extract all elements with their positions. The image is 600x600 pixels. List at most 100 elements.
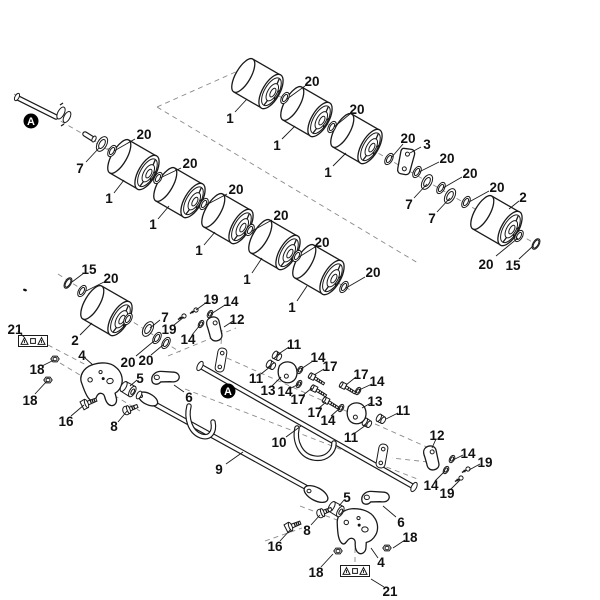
part-13-plate (345, 401, 368, 426)
callout-14: 14 (460, 446, 476, 461)
part-13-plate (276, 360, 299, 385)
leader-line (431, 438, 437, 449)
part-11-bushing (374, 412, 388, 426)
leader-line (361, 402, 372, 409)
callout-1: 1 (243, 272, 251, 287)
flange-tooth (60, 123, 65, 127)
bar-10-mount-lug (374, 442, 390, 470)
shaft-flange (56, 106, 66, 120)
leader-line (159, 167, 182, 179)
part-7-washer (418, 172, 436, 192)
part-15-ring (61, 275, 75, 291)
part-20-ring (159, 335, 173, 351)
leader-line (333, 113, 351, 128)
plane-edge (156, 106, 419, 264)
leader-line (518, 245, 534, 260)
part-7-washer (139, 319, 157, 339)
leader-line (223, 320, 234, 328)
leader-line (370, 578, 385, 588)
callout-1: 1 (195, 243, 203, 258)
callout-18: 18 (308, 565, 324, 580)
leader-line (195, 301, 208, 311)
leader-line (434, 470, 446, 482)
leader-line (358, 383, 373, 391)
part-20-ring (410, 164, 424, 180)
plane-edge (156, 69, 241, 108)
shaft-stub-body (83, 132, 95, 141)
plane-edge (167, 327, 237, 357)
callout-18: 18 (22, 393, 38, 408)
callout-12: 12 (429, 428, 444, 443)
callout-20: 20 (400, 131, 415, 146)
leader-line (298, 246, 316, 258)
leader-line (310, 514, 321, 526)
callout-21: 21 (382, 584, 398, 599)
leader-line (251, 219, 273, 232)
callout-7: 7 (428, 211, 436, 226)
callout-15: 15 (505, 258, 521, 273)
part-12-clamp (205, 315, 224, 343)
leader-line (285, 425, 302, 438)
roller-bar-9-body (140, 395, 322, 497)
leader-line (281, 125, 296, 140)
part-20-ring (434, 180, 448, 196)
marker-a-badge (23, 113, 39, 129)
callout-14: 14 (223, 294, 239, 309)
leader-line (450, 479, 461, 490)
part-19-screw (453, 474, 465, 484)
callout-11: 11 (344, 430, 359, 445)
callout-8: 8 (110, 419, 118, 434)
leader-line (442, 176, 463, 189)
leader-line (392, 539, 406, 549)
leader-line (317, 401, 327, 410)
part-18-nut (43, 376, 53, 384)
leader-line (129, 379, 138, 387)
bar-10-end-cap (196, 360, 204, 372)
leader-line (173, 316, 185, 326)
callout-7: 7 (161, 310, 169, 325)
callout-10: 10 (271, 435, 286, 450)
leader-line (157, 205, 170, 220)
leader-line (85, 281, 105, 292)
plane-edge (47, 344, 91, 368)
leader-line (113, 179, 125, 194)
callout-12: 12 (229, 312, 244, 327)
callout-18: 18 (402, 530, 418, 545)
callout-20: 20 (314, 235, 329, 250)
callout-14: 14 (423, 478, 439, 493)
marker-a-badge (220, 383, 236, 399)
callout-5: 5 (343, 490, 351, 505)
callout-20: 20 (304, 74, 319, 89)
callout-5: 5 (136, 371, 144, 386)
callout-20: 20 (273, 208, 288, 223)
callout-17: 17 (290, 392, 305, 407)
plane-edge (264, 527, 303, 542)
callout-20: 20 (138, 353, 153, 368)
shaft-stub-cap (91, 135, 97, 143)
part-19-screw (176, 312, 188, 322)
callout-17: 17 (322, 359, 337, 374)
leader-line (382, 505, 397, 518)
part-20-ring (459, 194, 473, 210)
leader-line (117, 410, 128, 423)
part-18-nut (333, 547, 343, 555)
callout-21: 21 (7, 322, 23, 337)
callout-20: 20 (228, 182, 243, 197)
callout-15: 15 (81, 262, 97, 277)
leader-line (84, 357, 94, 366)
leader-line (330, 407, 341, 417)
marker-a-letter: A (27, 116, 35, 128)
callout-18: 18 (29, 362, 45, 377)
leader-line (234, 98, 248, 113)
callout-19: 19 (203, 292, 218, 307)
callout-2: 2 (71, 333, 79, 348)
plane-edge (226, 357, 439, 453)
leader-line (173, 384, 185, 393)
callout-1: 1 (226, 111, 234, 126)
bar-9-paddle-hole (306, 488, 312, 494)
leader-line (191, 324, 201, 336)
leader-line (385, 412, 399, 420)
callout-20: 20 (182, 156, 197, 171)
callout-17: 17 (307, 405, 322, 420)
